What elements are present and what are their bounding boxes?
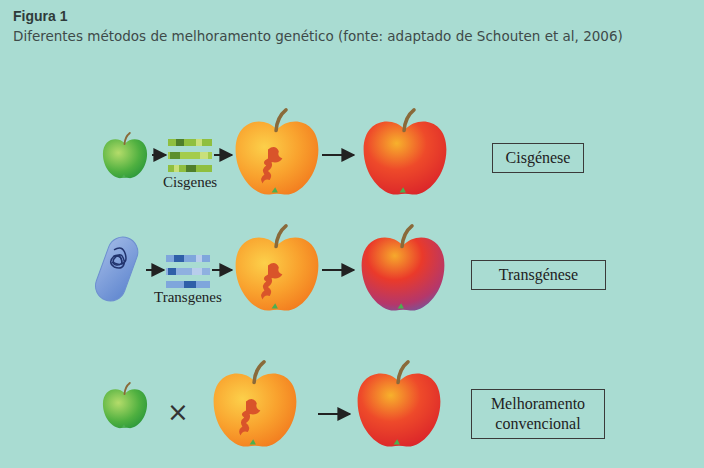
red-blue-apple	[362, 226, 445, 311]
arrow	[322, 154, 354, 156]
arrow	[322, 269, 354, 271]
orange-apple	[214, 362, 297, 447]
method-box: Transgénese	[471, 260, 606, 290]
arrow	[152, 154, 166, 156]
cross-symbol: ×	[167, 397, 189, 427]
gene-label: Cisgenes	[163, 174, 217, 191]
method-name: Transgénese	[499, 266, 578, 283]
green-apple	[103, 383, 147, 428]
method-box: Cisgénese	[492, 143, 584, 173]
figure-caption: Diferentes métodos de melhoramento genét…	[13, 26, 683, 46]
figure-title: Figura 1	[13, 8, 67, 24]
arrow	[318, 413, 350, 415]
arrow	[212, 269, 232, 271]
red-apple	[358, 362, 441, 447]
method-box: Melhoramento convencional	[471, 389, 605, 439]
orange-apple	[236, 226, 319, 311]
method-name: Cisgénese	[506, 149, 571, 166]
green-apple	[103, 133, 147, 178]
red-apple	[364, 110, 447, 195]
transgene-bars	[166, 255, 210, 288]
arrow	[146, 269, 164, 271]
gene-label: Transgenes	[154, 289, 222, 306]
orange-apple	[236, 110, 319, 195]
arrow	[214, 154, 232, 156]
cisgene-bars	[168, 139, 212, 172]
method-name: Melhoramento convencional	[491, 395, 585, 432]
bacterium	[91, 233, 142, 305]
